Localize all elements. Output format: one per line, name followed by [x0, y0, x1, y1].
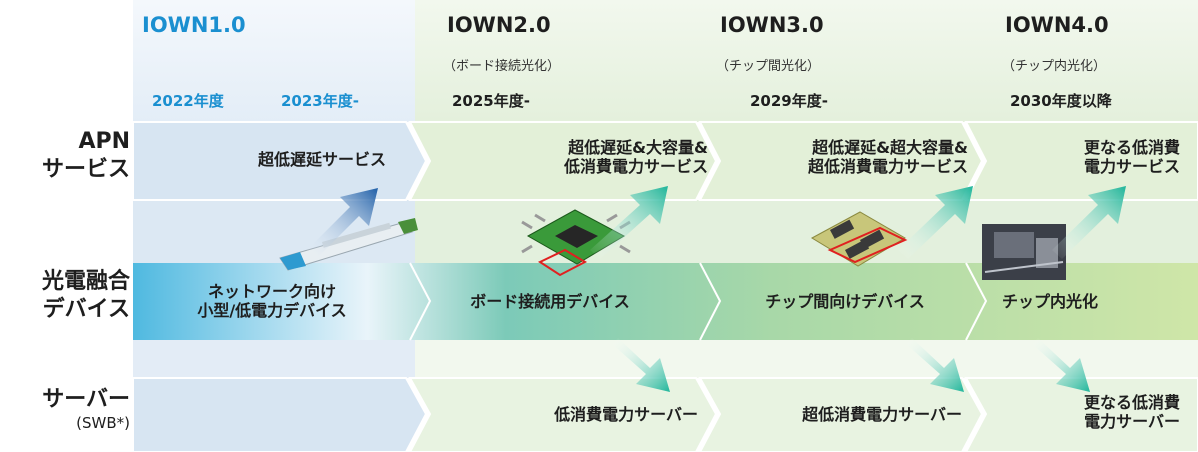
- server-cell-4-line2: 電力サーバー: [1084, 412, 1180, 432]
- apn-cell-2-text: 超低遅延&大容量& 低消費電力サービス: [488, 138, 708, 176]
- apn-cell-3-line1: 超低遅延&超大容量&: [812, 138, 968, 157]
- server-cell-4-line1: 更なる低消費: [1083, 393, 1180, 412]
- apn-cell-4-line2: 電力サービス: [1083, 157, 1180, 177]
- gen4-subtitle: （チップ内光化）: [1002, 59, 1107, 74]
- row-label-apn: APN サービス: [0, 128, 130, 183]
- gen4-title: IOWN4.0: [1005, 13, 1109, 37]
- gen2-subtitle: （ボード接続光化）: [443, 59, 561, 74]
- apn-cell-4: [964, 121, 1198, 201]
- band-blue-2: [133, 340, 415, 378]
- arrow-blue-up: [305, 188, 378, 261]
- gen3-title: IOWN3.0: [720, 13, 824, 37]
- arrow-teal-up-2: [590, 186, 668, 259]
- on-chip-photo-illustration: [982, 224, 1066, 280]
- row-label-device-line1: 光電融合: [41, 269, 130, 294]
- apn-cell-4-line1: 更なる低消費: [1083, 138, 1180, 157]
- gen2-title: IOWN2.0: [447, 13, 551, 37]
- device-cell-3-line1: チップ間向けデバイス: [765, 292, 925, 311]
- device-cell-3-text: チップ間向けデバイス: [740, 292, 950, 311]
- col-bg-iown4: [973, 0, 1198, 122]
- gen1-title: IOWN1.0: [142, 13, 246, 37]
- apn-cell-1-line1: 超低遅延サービス: [257, 150, 386, 169]
- server-cell-2: [408, 377, 718, 452]
- apn-row-chevrons: [132, 121, 1198, 201]
- apn-cell-1-text: 超低遅延サービス: [232, 150, 412, 169]
- apn-cell-2-line2: 低消費電力サービス: [563, 157, 708, 177]
- arrow-teal-down-2: [612, 338, 670, 392]
- server-cell-4-text: 更なる低消費 電力サーバー: [1030, 393, 1180, 431]
- server-cell-3-line1: 超低消費電力サーバー: [802, 405, 962, 424]
- apn-cell-3-text: 超低遅延&超大容量& 超低消費電力サービス: [748, 138, 968, 176]
- server-cell-1: [132, 377, 428, 452]
- row-label-device-line2: デバイス: [42, 296, 130, 322]
- gen1-year-1: 2022年度: [152, 92, 224, 110]
- arrow-teal-down-3: [906, 338, 964, 392]
- apn-cell-4-text: 更なる低消費 電力サービス: [1030, 138, 1180, 176]
- device-cell-2-line1: ボード接続用デバイス: [470, 292, 630, 311]
- row-label-server-line1: サーバー: [42, 387, 130, 412]
- row-label-server-line2: (SWB*): [76, 413, 130, 432]
- server-cell-3: [698, 377, 984, 452]
- row-label-device: 光電融合 デバイス: [0, 268, 130, 323]
- gen2-year: 2025年度-: [452, 92, 530, 110]
- row-label-apn-line2: サービス: [41, 156, 130, 182]
- apn-cell-1: [132, 121, 428, 201]
- device-cell-4-text: チップ内光化: [985, 292, 1115, 311]
- chip-to-chip-illustration: [810, 211, 908, 267]
- device-cell-1-text: ネットワーク向け 小型/低電力デバイス: [162, 282, 382, 320]
- apn-cell-2: [408, 121, 718, 201]
- col-bg-iown2: [415, 0, 705, 122]
- col-bg-iown3: [705, 0, 973, 122]
- device-cell-1-line1: ネットワーク向け: [207, 282, 336, 301]
- row-label-server: サーバー (SWB*): [0, 386, 130, 432]
- server-cell-3-text: 超低消費電力サーバー: [740, 405, 962, 424]
- device-cell-4-line1: チップ内光化: [1001, 292, 1098, 311]
- arrow-teal-up-3: [898, 186, 973, 259]
- gen3-subtitle: （チップ間光化）: [716, 59, 821, 74]
- gen4-year: 2030年度以降: [1010, 92, 1112, 110]
- col-bg-iown1: [133, 0, 415, 122]
- gen3-year: 2029年度-: [750, 92, 828, 110]
- row-label-apn-line1: APN: [78, 129, 130, 154]
- gen1-year-2: 2023年度-: [281, 92, 359, 110]
- apn-cell-3-line2: 超低消費電力サービス: [807, 157, 968, 177]
- server-cell-4: [964, 377, 1198, 452]
- device-cell-2-text: ボード接続用デバイス: [440, 292, 660, 311]
- arrow-teal-down-4: [1032, 338, 1090, 392]
- server-cell-2-line1: 低消費電力サーバー: [554, 405, 698, 424]
- device-cell-1-line2: 小型/低電力デバイス: [197, 301, 347, 321]
- server-row-chevrons: [132, 377, 1198, 452]
- server-cell-2-text: 低消費電力サーバー: [488, 405, 698, 424]
- arrow-teal-up-4: [1052, 186, 1126, 259]
- apn-cell-2-line1: 超低遅延&大容量&: [568, 138, 708, 157]
